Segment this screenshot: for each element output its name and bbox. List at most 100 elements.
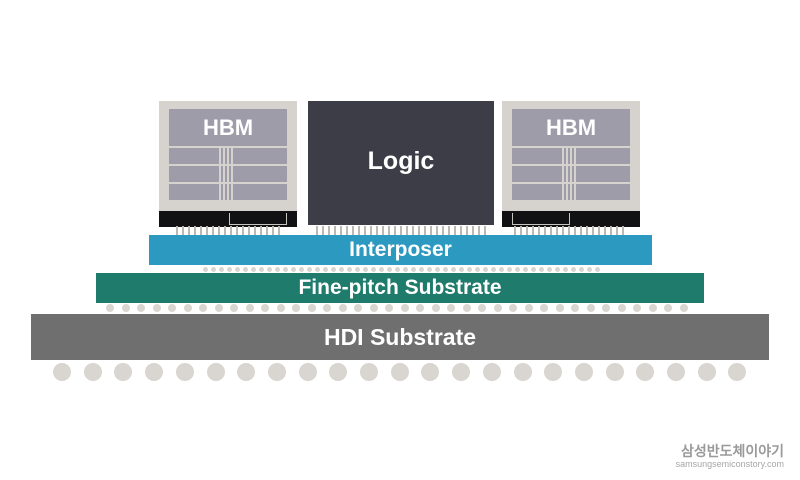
c4-bump <box>282 266 288 272</box>
logic-die: Logic <box>308 101 494 225</box>
tsv <box>223 146 225 227</box>
c4-bump <box>250 266 256 272</box>
c4-bump <box>298 266 304 272</box>
package-bump <box>261 304 269 312</box>
solder-ball <box>114 363 133 381</box>
solder-ball <box>175 363 194 381</box>
solder-ball <box>513 363 532 381</box>
solder-ball <box>605 363 624 381</box>
solder-ball <box>452 363 471 381</box>
package-bump <box>462 304 471 312</box>
hbm-top-die <box>169 109 287 146</box>
hbm-base-die <box>159 211 297 227</box>
solder-ball <box>53 363 71 381</box>
package-bump <box>292 304 300 312</box>
c4-bump <box>210 266 216 272</box>
c4-bump <box>306 266 312 272</box>
c4-bump <box>314 266 320 272</box>
package-bump <box>648 304 657 312</box>
c4-bump <box>586 266 592 272</box>
c4-bump <box>434 266 440 272</box>
tsv <box>219 146 221 227</box>
c4-bump <box>402 266 408 272</box>
c4-bump <box>394 266 400 272</box>
c4-bump <box>242 266 248 272</box>
solder-ball <box>421 363 440 381</box>
package-bump <box>338 304 347 312</box>
c4-bump <box>490 266 496 272</box>
package-bump <box>478 304 486 312</box>
tsv <box>566 146 568 227</box>
package-bump <box>571 304 579 312</box>
c4-bump <box>418 266 424 272</box>
package-bump <box>540 304 548 312</box>
hdi-substrate-layer: HDI Substrate <box>31 314 769 360</box>
package-bump <box>276 304 285 312</box>
solder-ball <box>728 363 747 381</box>
package-bump <box>617 304 626 312</box>
solder-ball <box>482 363 501 381</box>
solder-ball <box>237 363 256 381</box>
package-bump <box>447 304 455 312</box>
c4-bump <box>258 266 264 272</box>
hbm-base-die <box>502 211 640 227</box>
solder-ball <box>360 363 378 381</box>
c4-bump <box>514 266 520 272</box>
solder-ball <box>83 363 102 381</box>
c4-bump <box>346 266 352 272</box>
solder-ball <box>697 363 716 381</box>
tsv <box>231 146 233 227</box>
package-bump <box>199 304 207 312</box>
interposer-layer: Interposer <box>149 235 652 265</box>
watermark-korean: 삼성반도체이야기 <box>680 443 784 459</box>
c4-bump <box>338 266 344 272</box>
c4-bump <box>570 266 576 272</box>
c4-bump <box>202 266 208 272</box>
hbm-base-wires <box>512 213 570 225</box>
solder-ball <box>145 363 164 381</box>
solder-ball <box>636 363 655 381</box>
c4-bump <box>234 266 240 272</box>
c4-bump <box>386 266 392 272</box>
c4-bump <box>498 266 504 272</box>
tsv <box>562 146 564 227</box>
package-bump <box>416 304 424 312</box>
hbm-top-die <box>512 109 630 146</box>
logic-label: Logic <box>367 147 435 175</box>
hbm-stack-left: HBM <box>159 101 297 227</box>
c4-bump <box>266 266 272 272</box>
package-bump <box>400 304 409 312</box>
c4-bump <box>530 266 536 272</box>
hbm-right-label: HBM <box>545 115 597 140</box>
watermark-url: samsungsemiconstory.com <box>675 459 784 469</box>
package-bump <box>493 304 502 312</box>
c4-bump <box>354 266 360 272</box>
package-bump <box>230 304 238 312</box>
c4-bump <box>458 266 464 272</box>
package-bump <box>679 304 688 312</box>
hbm-stack-right: HBM <box>502 101 640 227</box>
c4-bump <box>322 266 328 272</box>
c4-bump <box>466 266 472 272</box>
package-bump <box>555 304 564 312</box>
c4-bump <box>578 266 584 272</box>
c4-bump <box>370 266 376 272</box>
solder-ball <box>544 363 563 381</box>
c4-bump <box>226 266 232 272</box>
package-bump <box>106 304 114 312</box>
solder-ball <box>267 363 286 381</box>
c4-bump <box>450 266 456 272</box>
package-bump <box>586 304 595 312</box>
c4-bump <box>538 266 544 272</box>
solder-ball <box>390 363 409 381</box>
tsv <box>570 146 572 227</box>
solder-ball <box>329 363 348 381</box>
package-bump <box>152 304 161 312</box>
package-bump <box>245 304 254 312</box>
package-bump <box>509 304 517 312</box>
hbm-left-label: HBM <box>202 115 254 140</box>
c4-bump <box>218 266 224 272</box>
c4-bump <box>546 266 552 272</box>
package-bump <box>385 304 393 312</box>
solder-ball <box>574 363 593 381</box>
